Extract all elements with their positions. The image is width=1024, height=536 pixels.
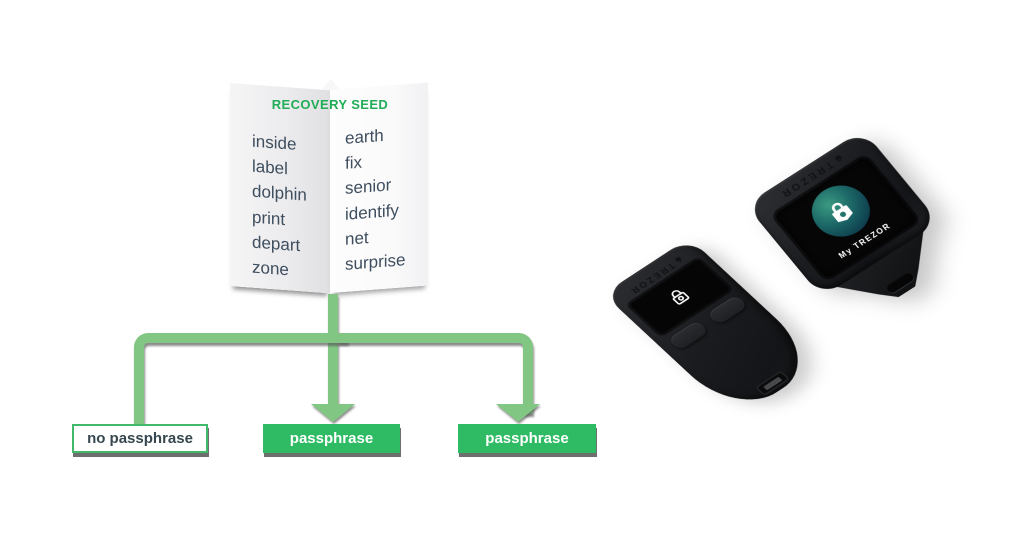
trezor-one-body: TREZOR: [603, 237, 823, 419]
trezor-one-device: TREZOR: [603, 237, 823, 419]
connector-left-branch: [134, 333, 348, 434]
model-t-brand-emboss: TREZOR: [750, 135, 874, 219]
connector-middle-drop: [328, 338, 338, 404]
seed-word: surprise: [345, 250, 406, 274]
trezor-lock-icon: [834, 155, 842, 162]
trezor-one-brand-emboss: TREZOR: [610, 244, 703, 307]
card-fold-tip: [321, 79, 341, 91]
model-t-screen: My TREZOR: [773, 156, 918, 280]
model-t-body: TREZOR My TREZOR: [745, 129, 940, 298]
option-label: no passphrase: [87, 430, 193, 447]
trezor-lock-icon: [675, 257, 682, 263]
seed-word: zone: [252, 257, 289, 280]
seed-card-right-panel: earth fix senior identify net surprise: [330, 82, 428, 293]
arrow-down-icon: [496, 404, 540, 422]
seed-word-column-left: inside label dolphin print depart zone: [252, 129, 307, 284]
model-t-lanyard-slot: [885, 272, 915, 295]
option-label: passphrase: [289, 430, 374, 447]
padlock-outline-icon: [671, 290, 690, 305]
option-box-passphrase-2: passphrase: [458, 424, 596, 453]
padlock-icon: [831, 202, 853, 222]
seed-word: identify: [345, 200, 399, 224]
seed-card-title: RECOVERY SEED: [271, 97, 389, 112]
trezor-one-usb-port: [754, 370, 791, 397]
option-label: passphrase: [485, 430, 569, 447]
connector-stem: [328, 294, 338, 338]
option-box-no-passphrase: no passphrase: [72, 424, 208, 453]
trezor-model-t-device: TREZOR My TREZOR: [745, 129, 965, 330]
arrow-down-icon: [311, 404, 355, 422]
trezor-one-screen: [629, 259, 731, 335]
trezor-one-usb-pin: [762, 376, 783, 391]
model-t-lock-circle: [800, 175, 882, 247]
connector-right-branch: [338, 333, 533, 414]
seed-card-left-panel: inside label dolphin print depart zone: [230, 83, 330, 294]
option-box-passphrase-1: passphrase: [263, 424, 400, 453]
seed-word: print: [252, 207, 286, 229]
seed-word: dolphin: [252, 182, 307, 206]
seed-word-column-right: earth fix senior identify net surprise: [345, 121, 405, 277]
